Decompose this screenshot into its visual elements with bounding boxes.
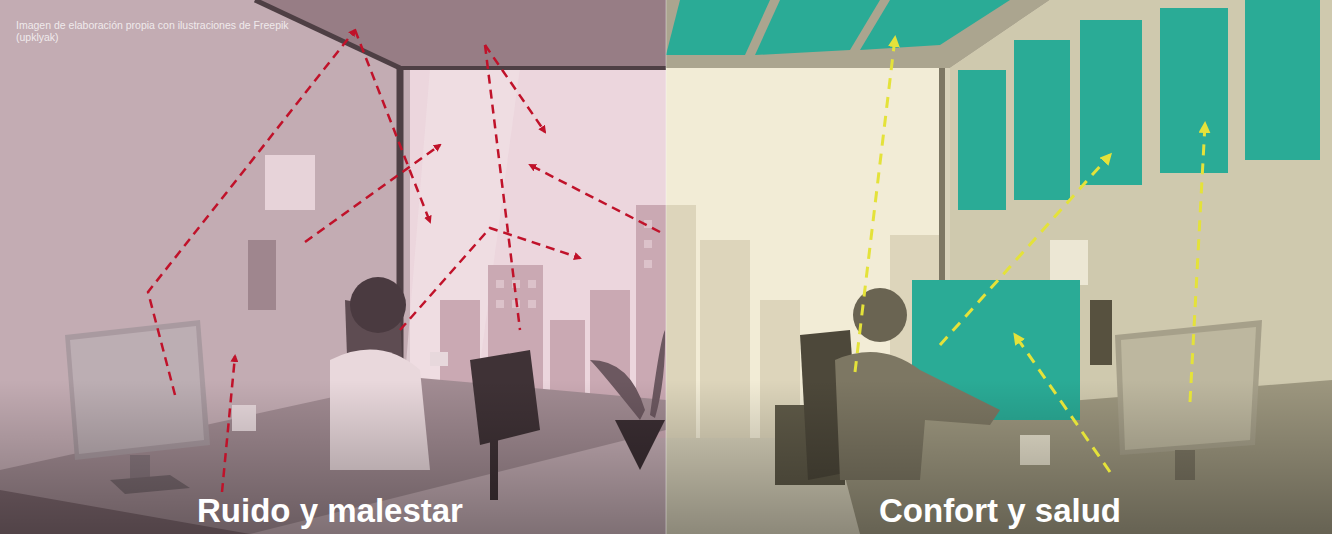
noisy-office [0,0,666,534]
panel-caption: Ruido y malestar [130,492,530,530]
credit-note: Imagen de elaboración propia con ilustra… [16,19,296,43]
panel-caption: Confort y salud [800,492,1200,530]
